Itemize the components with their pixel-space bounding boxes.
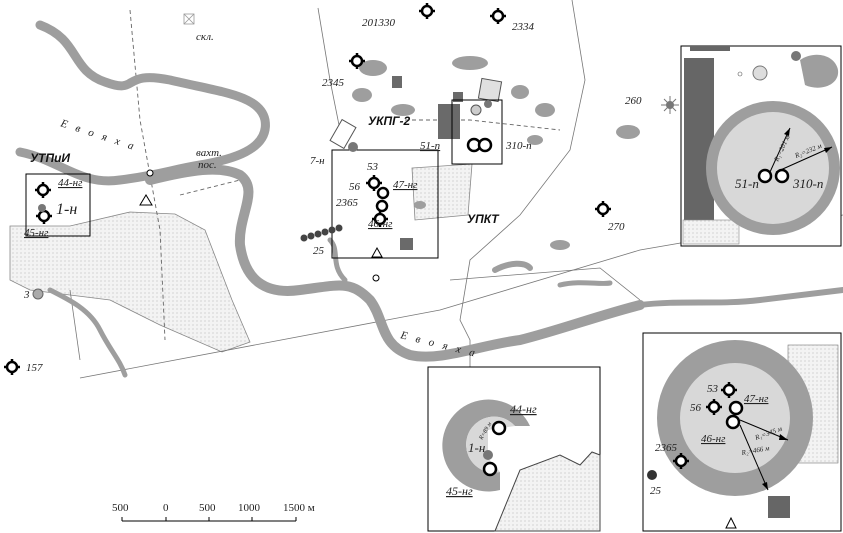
label-ukpg2: УКПГ-2 (368, 114, 410, 128)
inset-ukpg2: R₁=345 м R₂=466 м 53 47-нг 56 46-нг 2365… (642, 332, 842, 532)
scale-tick-4: 1500 м (283, 502, 315, 514)
well-label-2334: 2334 (512, 21, 535, 33)
dotted-area-west (9, 211, 251, 353)
well-label-201330: 201330 (362, 17, 396, 29)
well-label-3: 3 (23, 289, 30, 301)
well-label-260: 260 (625, 95, 642, 107)
well-label-1n: 1-н (56, 201, 77, 218)
label-vakht: вахт. (196, 147, 222, 159)
label-skl: скл. (196, 31, 214, 43)
inset-br-46ng: 46-нг (701, 433, 726, 445)
well-25-chain (300, 224, 343, 242)
buildings (183, 13, 503, 250)
well-label-25: 25 (313, 245, 325, 257)
scale-tick-2: 500 (199, 502, 216, 514)
scale-bar: 500 0 500 1000 1500 м (112, 502, 315, 522)
well-label-2345: 2345 (322, 77, 345, 89)
well-label-44ng: 44-нг (58, 177, 83, 189)
lakes (352, 56, 640, 250)
well-label-51p: 51-п (420, 140, 441, 152)
scale-tick-0: 500 (112, 502, 129, 514)
label-pos: пос. (198, 159, 217, 171)
inset-1n: R=89 м 44-нг 1-н 45-нг (427, 366, 601, 532)
star-260 (661, 96, 679, 114)
frame-utnii (25, 173, 91, 237)
inset-br-47ng: 47-нг (744, 393, 769, 405)
well-label-47ng: 47-нг (393, 179, 418, 191)
frame-ukpg2 (331, 149, 439, 259)
well-label-53: 53 (367, 161, 379, 173)
wells-main (2, 1, 679, 377)
inset-bl-1n: 1-н (468, 440, 485, 455)
dotted-area-upkt (411, 163, 473, 221)
well-label-7n: 7-н (310, 155, 325, 167)
well-label-157: 157 (26, 362, 43, 374)
inset-br-53: 53 (707, 383, 719, 395)
inset-tr-310p: 310-п (792, 176, 823, 191)
label-upkt: УПКТ (467, 212, 500, 226)
scale-tick-1: 0 (163, 502, 169, 514)
well-label-270: 270 (608, 221, 625, 233)
well-label-45ng: 45-нг (24, 227, 49, 239)
well-label-310p: 310-п (505, 140, 532, 152)
inset-51p-310p: R₁=201 м R₂=232 м 51-п 310-п (680, 45, 842, 247)
label-river-1: Е в о я х а (58, 117, 138, 153)
inset-bl-44ng: 44-нг (510, 402, 537, 416)
frame-51p (451, 99, 503, 165)
well-label-56: 56 (349, 181, 361, 193)
inset-br-25: 25 (650, 485, 662, 497)
well-label-2365: 2365 (336, 197, 359, 209)
label-utnii: УТПиИ (30, 151, 70, 165)
inset-br-2365: 2365 (655, 442, 678, 454)
inset-bl-45ng: 45-нг (446, 484, 473, 498)
inset-br-56: 56 (690, 402, 702, 414)
well-label-46ng: 46-нг (368, 218, 393, 230)
scale-tick-3: 1000 (238, 502, 261, 514)
inset-tr-51p: 51-п (735, 176, 759, 191)
